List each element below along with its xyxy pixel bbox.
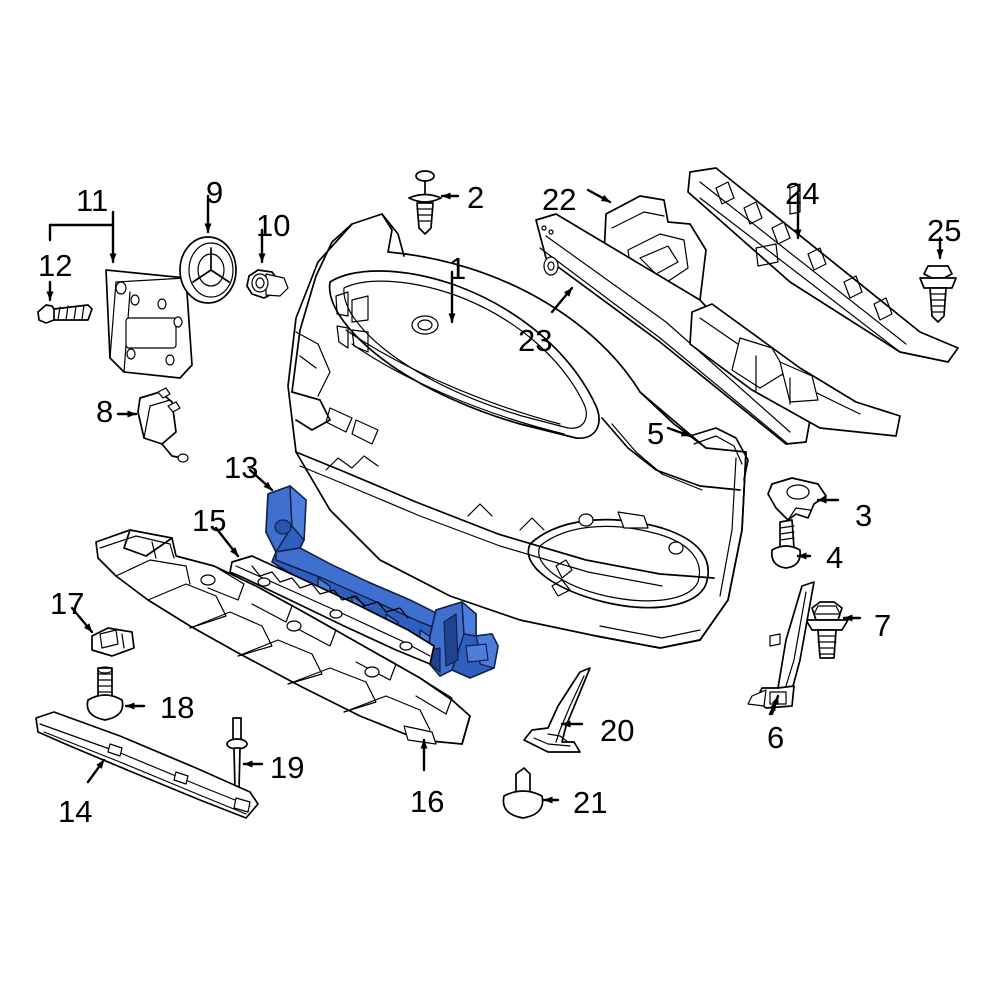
callout-leader-22	[586, 188, 612, 204]
part-23-upper-cross-rail	[535, 213, 811, 445]
callout-label-18: 18	[160, 690, 195, 725]
part-24-energy-absorber-foam	[687, 167, 959, 437]
callout-label-19: 19	[270, 750, 305, 785]
callout-label-25: 25	[927, 213, 962, 248]
callout-leader-17	[70, 606, 94, 634]
callout-leader-15	[214, 526, 240, 558]
callout-label-6: 6	[767, 720, 785, 755]
part-15-reinforcement-rail	[229, 555, 435, 665]
callout-label-23: 23	[518, 323, 553, 358]
part-21-expanding-rivet	[502, 767, 544, 819]
part-5-lower-valance-trim	[689, 427, 749, 481]
callout-label-17: 17	[50, 586, 85, 621]
callout-label-14: 14	[58, 794, 93, 829]
callout-leader-23	[550, 286, 574, 314]
callout-label-11: 11	[76, 183, 109, 218]
part-9-star-emblem	[179, 236, 237, 304]
part-2-push-pin-rivet	[408, 170, 442, 235]
part-14-lower-deflector-strip	[35, 711, 259, 819]
callout-label-2: 2	[467, 180, 485, 215]
part-8-mounting-bracket	[137, 387, 189, 463]
part-16-under-engine-shield	[95, 529, 471, 745]
part-4-round-head-screw	[770, 519, 802, 569]
callout-label-24: 24	[785, 176, 820, 211]
callout-label-20: 20	[600, 713, 635, 748]
callout-leader-14	[86, 758, 106, 784]
callout-label-10: 10	[256, 208, 291, 243]
part-3-side-retainer-bracket	[767, 477, 827, 521]
callout-label-9: 9	[206, 175, 224, 210]
callout-label-15: 15	[192, 503, 227, 538]
callout-label-12: 12	[38, 248, 73, 283]
callout-label-3: 3	[855, 498, 873, 533]
callout-label-22: 22	[542, 182, 577, 217]
part-10-emblem-grommet	[246, 269, 289, 299]
callout-label-5: 5	[647, 416, 665, 451]
part-13-bumper-impact-absorber-highlighted	[265, 485, 499, 679]
callout-label-21: 21	[573, 785, 608, 820]
part-25-flange-head-bolt	[919, 265, 957, 323]
part-11-license-plate-bracket	[105, 269, 193, 379]
callout-label-16: 16	[410, 784, 445, 819]
part-12-plate-screw	[37, 304, 93, 324]
callout-label-1: 1	[449, 251, 467, 286]
callout-leader-11	[48, 210, 117, 264]
callout-label-7: 7	[874, 608, 892, 643]
callout-label-13: 13	[224, 450, 259, 485]
callout-leader-13	[248, 468, 274, 492]
part-20-air-duct-baffle	[523, 667, 591, 753]
callout-label-4: 4	[826, 540, 844, 575]
part-17-retaining-clip	[91, 627, 135, 657]
callout-leader-5	[666, 426, 692, 438]
part-1-front-bumper-cover	[287, 213, 747, 649]
callout-label-8: 8	[96, 394, 114, 429]
part-7-hex-flange-bolt	[805, 601, 849, 659]
part-18-shield-bolt	[86, 666, 124, 721]
